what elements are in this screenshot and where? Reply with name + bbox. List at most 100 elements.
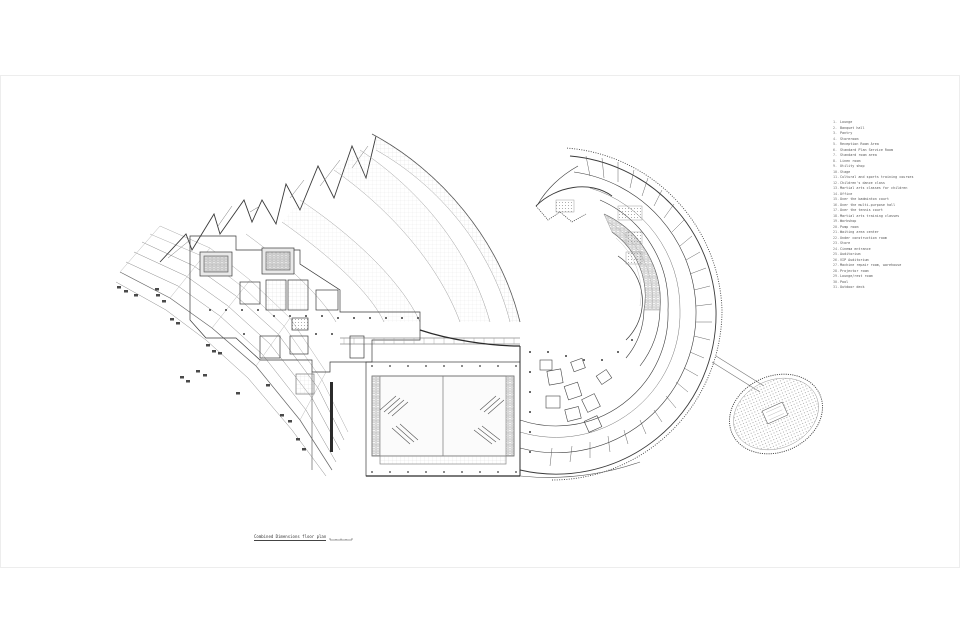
legend-item-label: Projector room: [840, 268, 869, 273]
drawing-title: Combined Dimensions floor plan: [254, 534, 327, 541]
legend-item-label: Under construction room: [840, 235, 887, 240]
legend-item: 7.Standard room area: [833, 153, 951, 159]
legend-item-label: Over the badminton court: [840, 197, 889, 201]
legend-item: 22.Under construction room: [833, 236, 951, 242]
legend-item-number: 5.: [833, 142, 838, 146]
legend-item: 25.Auditorium: [833, 252, 951, 258]
legend-item-label: Pump room: [840, 224, 859, 229]
legend-item-label: Office: [840, 191, 853, 196]
legend-item-number: 10.: [833, 169, 840, 174]
legend-item: 9.Utility shop: [833, 164, 951, 170]
legend-item-number: 13.: [833, 186, 840, 190]
drawing-title-text: Combined Dimensions floor plan: [254, 534, 327, 539]
legend-item-number: 28.: [833, 268, 840, 273]
legend-item-number: 15.: [833, 197, 840, 201]
legend-item: 29.Lounge/rest room: [833, 274, 951, 280]
legend-item: 1.Lounge: [833, 120, 951, 126]
legend-item-number: 24.: [833, 246, 840, 251]
legend-item: 21.Waiting area center: [833, 230, 951, 236]
legend-item-label: Workshop: [840, 219, 857, 223]
legend-item: 14.Office: [833, 192, 951, 198]
outdoor-walkway: [711, 355, 765, 393]
legend-item: 6.Standard Plan Service Room: [833, 148, 951, 154]
legend-item-number: 30.: [833, 279, 840, 284]
left-fan-wing: [115, 135, 377, 477]
legend-item-label: Linen room: [840, 158, 861, 163]
legend-item: 24.Cinema entrance: [833, 247, 951, 253]
legend-item: 8.Linen room: [833, 159, 951, 165]
parking-cars: [117, 286, 306, 451]
legend-item: 5.Reception Room Area: [833, 142, 951, 148]
legend-item-label: Children's dance class: [840, 180, 885, 185]
legend-item-number: 19.: [833, 219, 840, 223]
legend-item-label: Cinema entrance: [840, 246, 871, 251]
legend-item-number: 7.: [833, 153, 838, 157]
legend-item-number: 25.: [833, 252, 840, 256]
legend-item: 23.Store: [833, 241, 951, 247]
legend-item-label: Standard Plan Service Room: [840, 147, 894, 152]
legend-item: 30.Pool: [833, 280, 951, 286]
legend-item-label: Utility shop: [840, 164, 865, 168]
legend-item-label: Reception Room Area: [840, 142, 879, 146]
legend-item-number: 17.: [833, 208, 840, 212]
legend-item: 26.VIP Auditorium: [833, 258, 951, 264]
scale-bar-icon: [329, 538, 353, 541]
title-underline: [254, 539, 327, 541]
central-block: [189, 235, 521, 470]
legend-item-number: 27.: [833, 263, 840, 267]
hotel-ring: [519, 147, 723, 481]
legend-item: 3.Pantry: [833, 131, 951, 137]
legend-item-label: Banquet hall: [840, 125, 865, 130]
legend-item-number: 21.: [833, 230, 840, 234]
legend-item: 20.Pump room: [833, 225, 951, 231]
legend-item: 2.Banquet hall: [833, 126, 951, 132]
legend-item-number: 23.: [833, 241, 840, 245]
legend-item: 12.Children's dance class: [833, 181, 951, 187]
legend-item-number: 1.: [833, 120, 838, 124]
legend-item: 28.Projector room: [833, 269, 951, 275]
legend-item-number: 12.: [833, 180, 840, 185]
legend-item-number: 20.: [833, 224, 840, 229]
legend-item-number: 11.: [833, 175, 840, 179]
legend-item: 15.Over the badminton court: [833, 197, 951, 203]
legend-item-label: Storeroom: [840, 136, 859, 141]
legend-item-number: 8.: [833, 158, 838, 163]
legend-item-label: Store: [840, 241, 851, 245]
legend-item-number: 18.: [833, 213, 840, 218]
legend-item-number: 4.: [833, 136, 838, 141]
legend-item-label: Cultural and sports training courses: [840, 175, 914, 179]
legend-item: 19.Workshop: [833, 219, 951, 225]
legend-item-label: Auditorium: [840, 252, 861, 256]
sports-hall: [365, 361, 521, 477]
legend-item-number: 2.: [833, 125, 838, 130]
legend-item-number: 16.: [833, 202, 840, 207]
legend-item-number: 14.: [833, 191, 840, 196]
legend-item-number: 22.: [833, 235, 840, 240]
legend-item-label: Lounge: [840, 120, 853, 124]
legend-item-label: Martial arts training classes: [840, 213, 900, 218]
legend-item: 27.Machine repair room, warehouse: [833, 263, 951, 269]
legend-item: 10.Stage: [833, 170, 951, 176]
legend-item: 17.Over the tennis court: [833, 208, 951, 214]
legend-item-number: 3.: [833, 131, 838, 135]
legend-item-label: Lounge/rest room: [840, 274, 873, 278]
roof-sails: [245, 133, 521, 323]
legend-item: 31.Outdoor deck: [833, 285, 951, 291]
legend-item-number: 29.: [833, 274, 840, 278]
legend-item-number: 26.: [833, 257, 840, 262]
legend-item-number: 9.: [833, 164, 838, 168]
legend-item-label: Pool: [840, 279, 849, 284]
legend-item-label: Waiting area center: [840, 230, 879, 234]
legend-item-label: Standard room area: [840, 153, 877, 157]
legend-item: 18.Martial arts training classes: [833, 214, 951, 220]
legend-item-label: Outdoor deck: [840, 285, 865, 289]
legend-item: 11.Cultural and sports training courses: [833, 175, 951, 181]
legend-item-label: Pantry: [840, 131, 853, 135]
legend-item-label: Over the tennis court: [840, 208, 883, 212]
legend-item: 13.Martial arts classes for children: [833, 186, 951, 192]
legend-item-label: Over the multi-purpose hall: [840, 202, 896, 207]
legend-item: 4.Storeroom: [833, 137, 951, 143]
